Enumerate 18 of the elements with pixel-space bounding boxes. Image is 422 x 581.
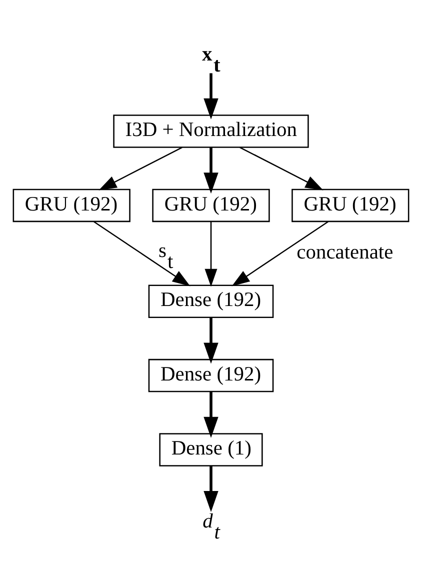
arrow (94, 221, 190, 286)
arrow (204, 222, 218, 287)
arrow (204, 392, 218, 438)
arrow (204, 317, 218, 364)
edge-label: concatenate (296, 241, 394, 264)
node-box: I3D + Normalization (113, 114, 309, 148)
node-box: Dense (192) (148, 358, 274, 392)
arrow (232, 221, 328, 286)
arrow (204, 466, 218, 512)
arrow (98, 146, 182, 190)
node-box: GRU (192) (292, 188, 410, 222)
arrow (204, 147, 218, 194)
node-box: Dense (1) (159, 433, 263, 466)
node-box: GRU (192) (12, 188, 130, 222)
arrow (204, 73, 218, 120)
arrow (240, 146, 324, 190)
node-box: Dense (192) (148, 284, 274, 318)
node-box: GRU (192) (152, 188, 270, 222)
